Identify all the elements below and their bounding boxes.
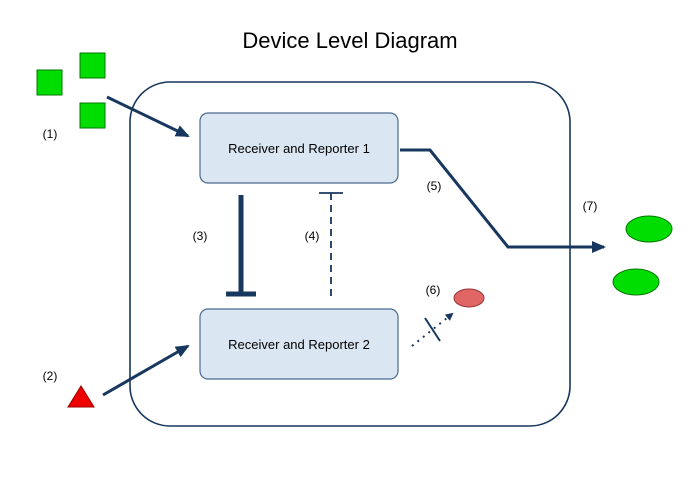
label-2: (2) <box>43 369 58 383</box>
output-oval-2 <box>612 268 660 296</box>
blocked-output-edge-6 <box>411 312 454 347</box>
label-5: (5) <box>427 179 442 193</box>
input-square-2 <box>79 52 106 79</box>
input-arrow-2 <box>102 344 190 397</box>
output-arrow-5 <box>400 148 606 253</box>
receiver-reporter-1: Receiver and Reporter 1 <box>199 112 399 184</box>
label-3: (3) <box>193 229 208 243</box>
device-boundary <box>129 81 571 427</box>
label-7: (7) <box>583 199 598 213</box>
inhibition-edge-4 <box>319 192 343 296</box>
receiver-reporter-2: Receiver and Reporter 2 <box>199 308 399 380</box>
box-1-label: Receiver and Reporter 1 <box>228 141 370 156</box>
box-2-label: Receiver and Reporter 2 <box>228 337 370 352</box>
label-6: (6) <box>426 283 441 297</box>
diagram-title: Device Level Diagram <box>242 28 457 53</box>
input-triangle <box>67 385 95 408</box>
input-square-3 <box>79 102 106 129</box>
blocked-output-oval <box>453 288 485 308</box>
input-arrow-1 <box>106 95 190 138</box>
inhibition-edge-3 <box>226 195 256 297</box>
input-square-1 <box>36 69 63 96</box>
label-1: (1) <box>43 127 58 141</box>
output-oval-1 <box>625 215 673 243</box>
label-4: (4) <box>305 229 320 243</box>
